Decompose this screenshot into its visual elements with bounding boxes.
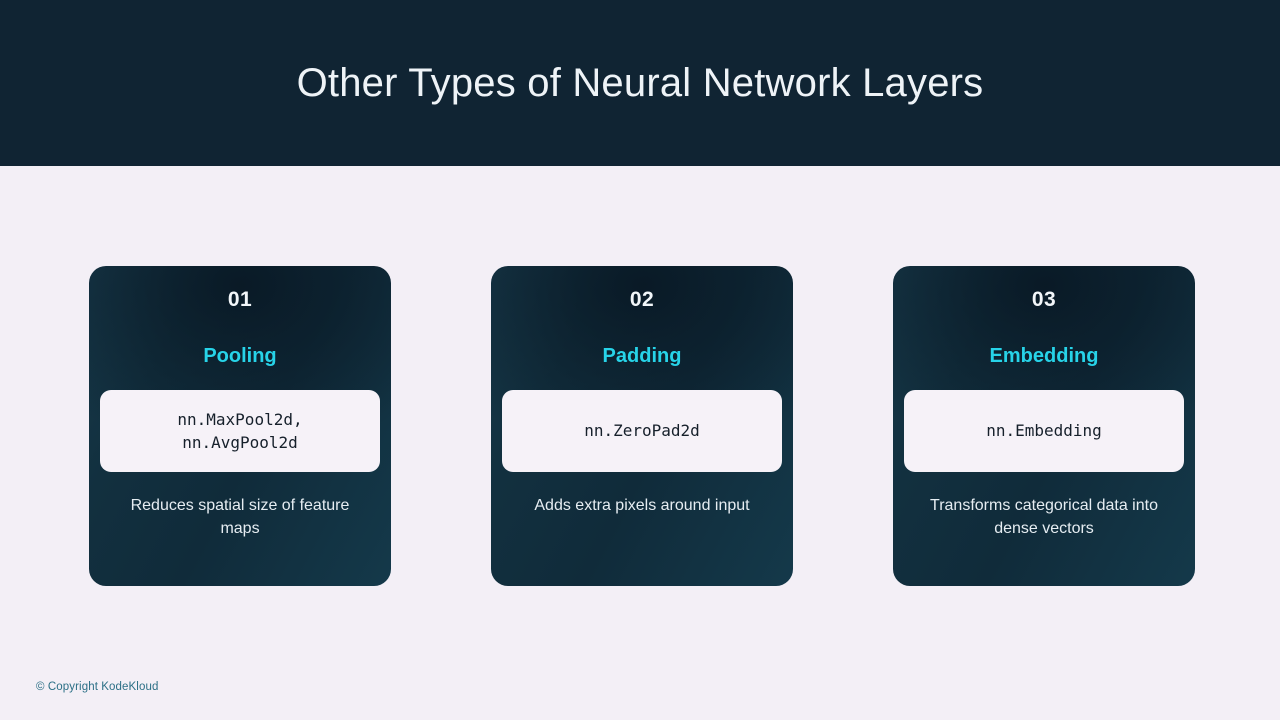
code-snippet: nn.ZeroPad2d	[584, 421, 700, 441]
card-row: 01 Pooling nn.MaxPool2d, nn.AvgPool2d Re…	[89, 266, 1195, 586]
code-box: nn.Embedding	[904, 390, 1184, 472]
card-description: Reduces spatial size of feature maps	[130, 497, 350, 538]
layer-card-embedding[interactable]: 03 Embedding nn.Embedding Transforms cat…	[893, 266, 1195, 586]
slide-header: Other Types of Neural Network Layers	[0, 0, 1280, 166]
copyright-notice: © Copyright KodeKloud	[36, 681, 159, 693]
card-subtitle: Padding	[602, 345, 682, 367]
card-number: 01	[227, 288, 253, 311]
code-snippet: nn.MaxPool2d, nn.AvgPool2d	[177, 409, 303, 452]
code-box: nn.MaxPool2d, nn.AvgPool2d	[100, 390, 380, 472]
card-number: 02	[629, 288, 655, 311]
code-box: nn.ZeroPad2d	[502, 390, 782, 472]
card-number: 03	[1031, 288, 1057, 311]
card-description: Adds extra pixels around input	[534, 497, 750, 514]
card-subtitle: Pooling	[203, 345, 277, 367]
layer-card-padding[interactable]: 02 Padding nn.ZeroPad2d Adds extra pixel…	[491, 266, 793, 586]
code-snippet: nn.Embedding	[986, 421, 1102, 441]
card-subtitle: Embedding	[989, 345, 1099, 367]
card-description: Transforms categorical data into dense v…	[930, 497, 1158, 538]
page-title: Other Types of Neural Network Layers	[296, 61, 984, 105]
layer-card-pooling[interactable]: 01 Pooling nn.MaxPool2d, nn.AvgPool2d Re…	[89, 266, 391, 586]
